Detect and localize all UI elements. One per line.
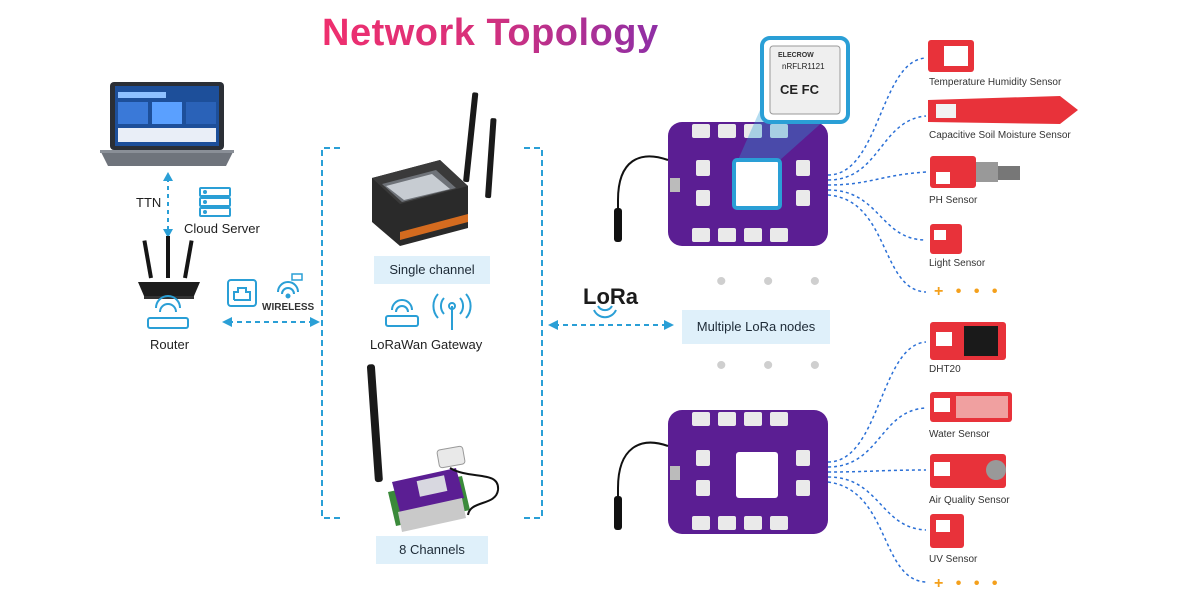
nodes-ellipsis-bottom: • • • [716,349,835,382]
sensor-label-water: Water Sensor [929,429,990,440]
sensor-label-air-quality: Air Quality Sensor [929,495,1010,506]
cloud-server-icon [199,187,231,217]
sensor-label-uv: UV Sensor [929,554,978,565]
single-channel-tag: Single channel [374,256,490,284]
page-title: Network Topology [322,12,659,54]
eight-channel-gateway-image [366,364,500,532]
sensor-links-bottom [827,341,927,583]
uv-sensor-image [930,514,964,548]
lora-node-board-bottom [668,410,828,534]
more-sensors-top: + • • • [934,283,1002,300]
lora-logo: LoRa [583,284,638,309]
ph-sensor-image [930,156,1020,188]
router-wifi-icon [147,295,189,329]
temp-humidity-sensor-image [928,40,974,72]
sensor-label-temp-humidity: Temperature Humidity Sensor [929,77,1062,88]
gateway-router-icon [385,299,419,327]
router-image [138,236,200,299]
router-gateway-arrow [222,317,320,327]
multiple-lora-nodes-tag: Multiple LoRa nodes [682,310,830,344]
module-brand: ELECROW [778,52,814,59]
gateway-antenna-icon [432,293,472,330]
gateway-nodes-arrow [548,320,674,330]
ttn-label: TTN [136,195,162,210]
cloud-server-label: Cloud Server [184,221,260,236]
gateway-bracket [321,147,543,519]
module-marks: CE FC [780,82,819,97]
node-antenna-bottom [617,441,669,528]
lorawan-gateway-label: LoRaWan Gateway [370,337,483,352]
sensor-label-dht20: DHT20 [929,364,961,375]
wireless-label: WIRELESS [262,302,315,313]
water-sensor-image [930,392,1012,422]
light-sensor-image [930,224,962,254]
wireless-icon [277,273,303,299]
dht20-sensor-image [930,322,1006,360]
sensor-links-top [827,57,927,293]
nodes-ellipsis-top: • • • [716,265,835,298]
sensor-label-light: Light Sensor [929,258,986,269]
more-sensors-bottom: + • • • [934,575,1002,592]
laptop-image [100,82,234,166]
module-model: nRFLR1121 [782,62,825,71]
lora-module-callout [738,36,850,160]
air-quality-sensor-image [930,454,1006,488]
eight-channels-tag: 8 Channels [376,536,488,564]
ethernet-icon [227,279,257,307]
sensor-label-ph: PH Sensor [929,195,978,206]
single-channel-gateway-image [372,92,497,246]
lora-signal-icon [593,305,617,319]
lora-node-board-top [668,122,828,246]
laptop-router-arrow [163,172,173,238]
node-antenna-top [617,155,669,240]
sensor-label-soil-moisture: Capacitive Soil Moisture Sensor [929,130,1071,141]
soil-moisture-sensor-image [928,96,1078,124]
router-label: Router [150,337,190,352]
